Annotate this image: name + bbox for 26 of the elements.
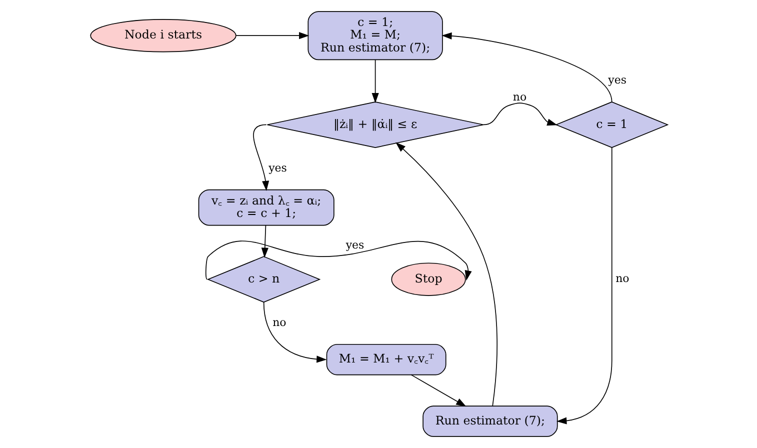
arrow: [395, 142, 497, 406]
arrow: [482, 102, 557, 126]
edge-label: yes: [345, 238, 364, 252]
node-ellipse: Stop: [390, 262, 466, 296]
node-box: M₁ = M₁ + v꜀v꜀ᵀ: [326, 344, 446, 376]
node-diamond: c = 1: [554, 101, 668, 148]
edge-label: no: [512, 90, 526, 104]
arrow: [204, 240, 472, 281]
node-diamond: ‖żᵢ‖ + ‖α̇ᵢ‖ ≤ ε: [266, 102, 484, 148]
node-ellipse: Node i starts: [90, 18, 236, 52]
edge-label: yes: [268, 162, 286, 175]
edge-label: yes: [608, 74, 626, 87]
arrow: [556, 147, 612, 424]
arrow: [262, 302, 326, 363]
arrow: [371, 59, 378, 104]
arrow: [441, 32, 612, 102]
node-box: v꜀ = zᵢ and λ꜀ = αᵢ; c = c + 1;: [198, 189, 334, 226]
arrow: [260, 224, 268, 258]
arrow: [410, 374, 466, 407]
edge-label: no: [272, 316, 286, 330]
node-box: Run estimator (7);: [422, 406, 558, 437]
node-diamond: c > n: [206, 256, 320, 303]
arrow: [252, 124, 269, 192]
node-box: c = 1; M₁ = M; Run estimator (7);: [307, 11, 442, 60]
arrow: [235, 32, 309, 40]
edge-label: no: [615, 272, 629, 286]
